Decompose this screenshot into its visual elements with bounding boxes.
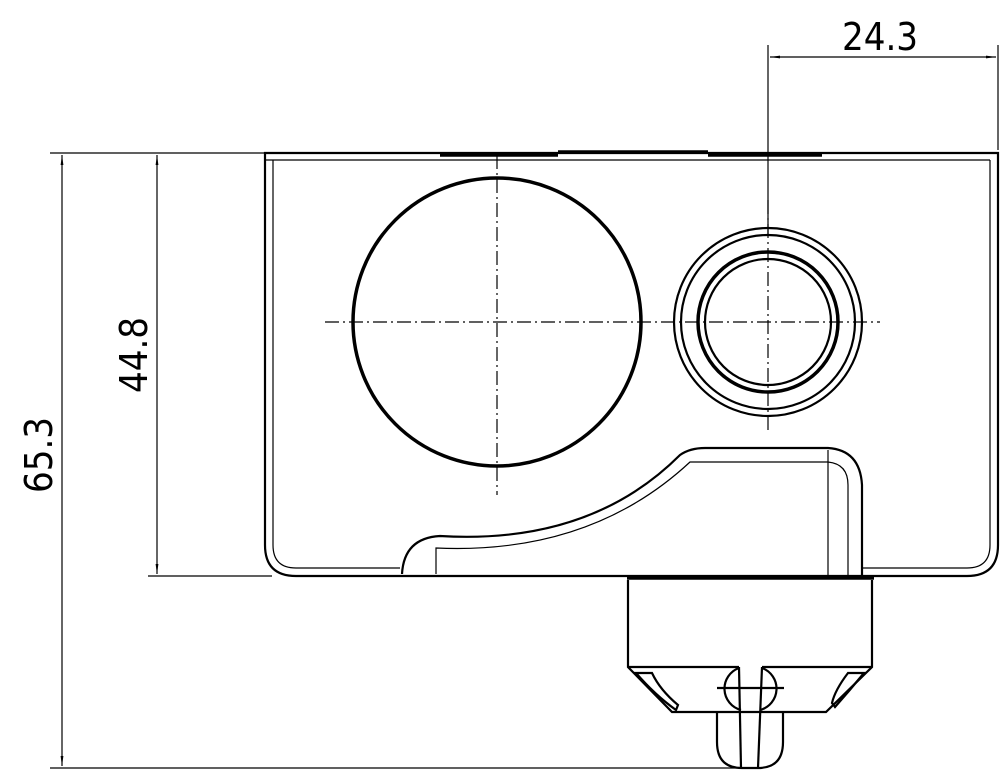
bottom-connector bbox=[626, 576, 874, 714]
dimension-body-height: 44.8 bbox=[112, 155, 159, 574]
dimension-label-hole-offset: 24.3 bbox=[842, 15, 918, 59]
housing-body bbox=[263, 150, 1000, 578]
dimension-hole-offset: 24.3 bbox=[770, 15, 996, 59]
dimension-overall-height: 65.3 bbox=[17, 155, 64, 766]
center-lines bbox=[325, 155, 880, 495]
dimension-label-overall-height: 65.3 bbox=[17, 417, 61, 493]
dimension-label-body-height: 44.8 bbox=[112, 317, 156, 393]
actuator-cam bbox=[400, 446, 864, 576]
actuator-knob bbox=[715, 666, 785, 770]
